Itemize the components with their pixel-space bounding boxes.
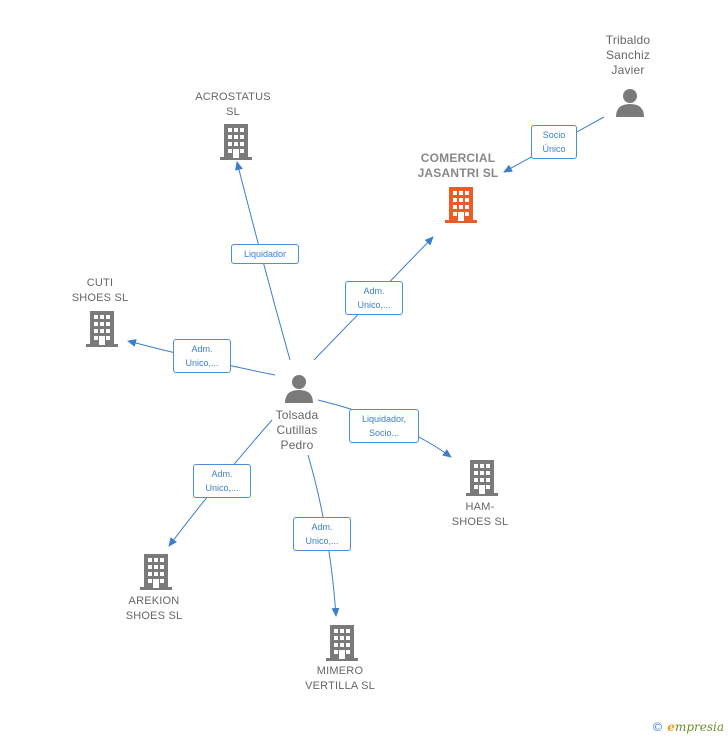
node-label-tribaldo: Tribaldo Sanchiz Javier xyxy=(605,33,651,77)
building-icon[interactable] xyxy=(220,124,252,160)
node-label-cuti: CUTI SHOES SL xyxy=(71,277,129,304)
node-label-ham: HAM- SHOES SL xyxy=(451,501,509,528)
building-icon[interactable] xyxy=(86,311,118,347)
building-icon[interactable] xyxy=(326,625,358,661)
edge-label-adm-arekion[interactable]: Adm. Unico,... xyxy=(193,464,251,498)
copyright-icon: © xyxy=(651,720,664,734)
node-label-comercial: COMERCIAL JASANTRI SL xyxy=(417,151,499,180)
edge-label-liquidador-socio[interactable]: Liquidador, Socio... xyxy=(349,409,419,443)
edge-label-adm-comercial[interactable]: Adm. Unico,... xyxy=(345,281,403,315)
node-label-arekion: AREKION SHOES SL xyxy=(125,595,183,622)
node-label-mimero: MIMERO VERTILLA SL xyxy=(305,665,375,692)
edge-label-liquidador[interactable]: Liquidador xyxy=(231,244,299,264)
person-icon[interactable] xyxy=(615,87,645,117)
edge-label-adm-cuti[interactable]: Adm. Unico,... xyxy=(173,339,231,373)
edge-label-socio-unico[interactable]: Socio Único xyxy=(531,125,577,159)
brand-e: e xyxy=(667,720,675,734)
edge-label-adm-mimero[interactable]: Adm. Unico,... xyxy=(293,517,351,551)
brand-name: mpresia xyxy=(674,720,724,734)
node-label-tolsada: Tolsada Cutillas Pedro xyxy=(275,408,319,452)
person-icon[interactable] xyxy=(284,373,314,403)
node-label-acrostatus: ACROSTATUS SL xyxy=(195,91,271,118)
building-icon[interactable] xyxy=(466,460,498,496)
footer-brand: © empresia xyxy=(651,720,724,734)
building-icon[interactable] xyxy=(140,554,172,590)
building-icon-highlight[interactable] xyxy=(445,187,477,223)
